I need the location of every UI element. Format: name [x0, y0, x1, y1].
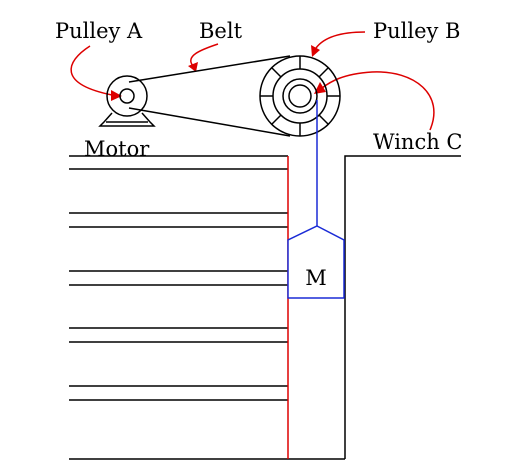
belt	[128, 55, 291, 137]
label-pulley-b: Pulley B	[373, 19, 461, 43]
label-belt: Belt	[199, 19, 243, 43]
winch-c	[282, 78, 318, 114]
shaft-wall-right	[344, 155, 461, 459]
callout-arrow-pulley-a	[70, 45, 122, 101]
callout-arrow-pulley-b	[311, 31, 366, 57]
motor-housing	[106, 75, 148, 117]
label-motor: Motor	[84, 137, 150, 161]
pulley-b	[259, 55, 341, 137]
callout-arrow-belt	[188, 43, 219, 72]
mine-floors	[69, 155, 345, 460]
mass-label: M	[305, 266, 327, 290]
motor	[98, 75, 156, 127]
callout-arrow-winch-c	[314, 71, 435, 131]
label-winch-c: Winch C	[373, 130, 463, 154]
mass-m: M	[287, 225, 345, 299]
pulley-a	[119, 88, 135, 104]
label-pulley-a: Pulley A	[55, 19, 143, 43]
